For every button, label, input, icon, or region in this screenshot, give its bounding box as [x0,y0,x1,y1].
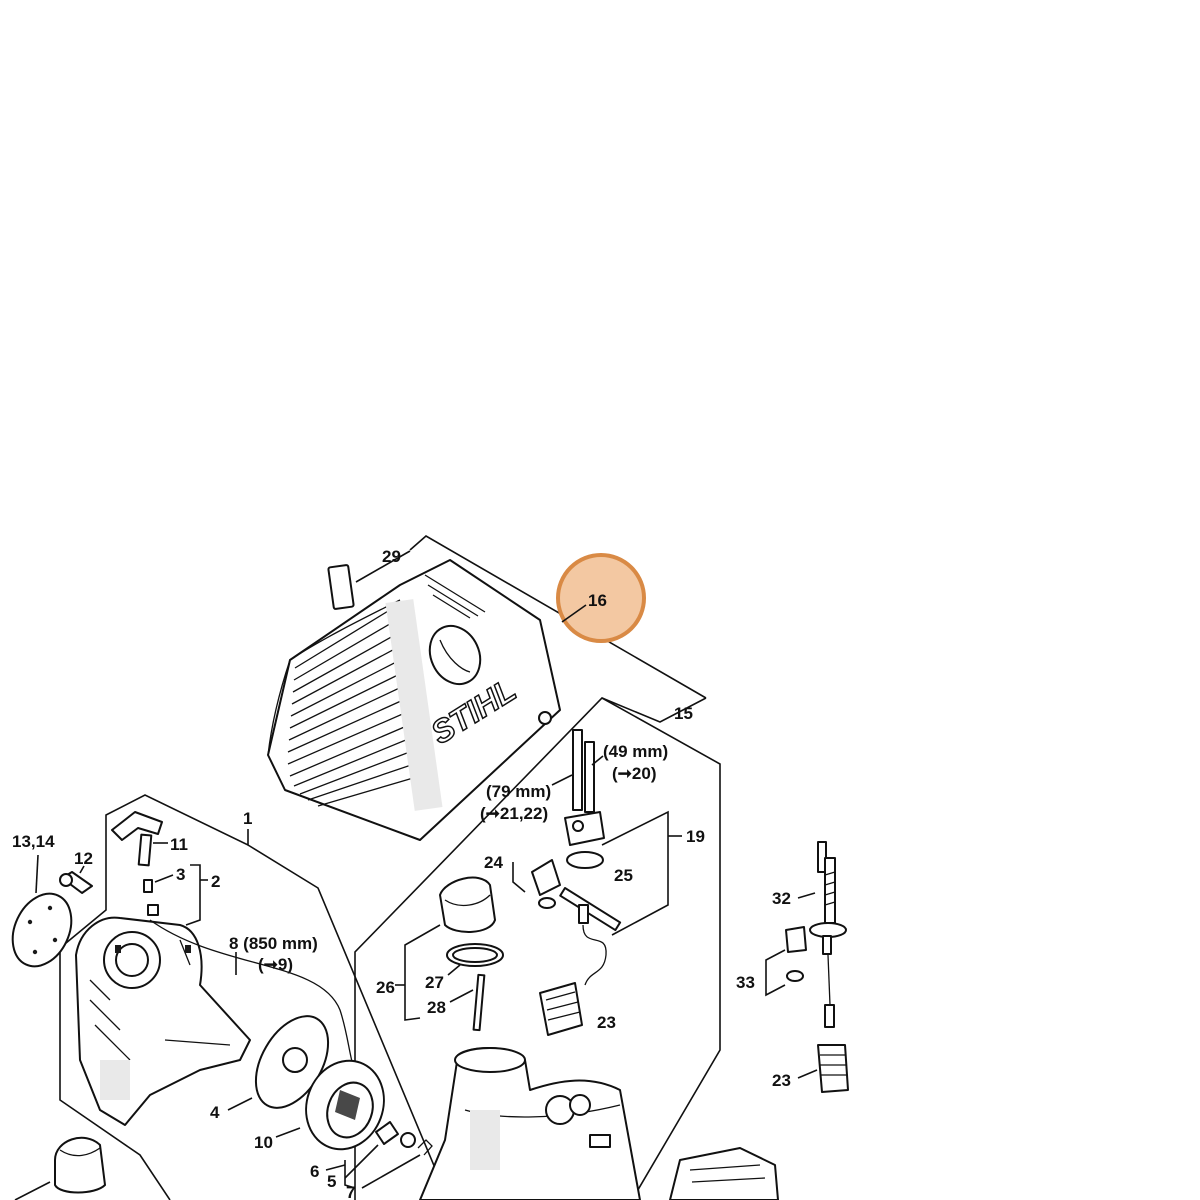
label-8[interactable]: 8 (850 mm) [229,934,318,953]
leader-79 [551,774,573,786]
bracket-1 [59,794,249,1200]
label-79mm[interactable]: (79 mm) [486,782,551,801]
tank-cap-part [439,876,504,1032]
leader-23b [797,1069,818,1079]
label-7[interactable]: 7 [346,1183,355,1200]
fuel-tubes-part [564,729,605,869]
label-28[interactable]: 28 [427,998,446,1017]
leader-5 [344,1144,379,1179]
bracket-5 [344,1160,356,1189]
bracket-33 [765,949,786,997]
label-6[interactable]: 6 [310,1162,319,1181]
hotspot-16[interactable]: 16 [556,553,646,643]
rope-rotor-part [305,1059,385,1151]
fuel-tank-part [419,1047,641,1200]
bracket-19 [601,810,669,936]
leader-12 [79,865,85,874]
leader-27 [447,964,461,976]
label-12[interactable]: 12 [74,849,93,868]
bracket-26 [404,924,441,1021]
bracket-16 [409,535,707,699]
engine-cover-part: STIHL [267,559,561,841]
cap-part [54,1136,106,1194]
label-25[interactable]: 25 [614,866,633,885]
label-29[interactable]: 29 [382,547,401,566]
starter-rope-part [149,919,361,1081]
valve-33-part [785,926,807,982]
cover-plate-part [11,871,93,968]
hotspot-circle[interactable] [556,553,646,643]
leader-32 [797,892,816,899]
label-3[interactable]: 3 [176,865,185,884]
label-33[interactable]: 33 [736,973,755,992]
label-1[interactable]: 1 [243,809,252,828]
starter-housing-part [75,916,251,1126]
part-labels: 29 15 (49 mm) (➞20) (79 mm) (➞21,22) 19 … [12,547,791,1200]
engine-block-part [669,1147,779,1200]
rewind-spring-part [254,1015,330,1109]
leader-1314 [35,854,39,894]
pump-assembly-part [809,841,849,1093]
label-32[interactable]: 32 [772,889,791,908]
fuel-hose-part [539,904,607,1036]
leader-16 [561,604,587,623]
label-4[interactable]: 4 [210,1103,220,1122]
label-21-22ref[interactable]: (➞21,22) [480,804,548,823]
label-19[interactable]: 19 [686,827,705,846]
label-27[interactable]: 27 [425,973,444,992]
valve-part [531,859,622,932]
bracket-15-right [601,697,721,1200]
leader-6 [325,1164,346,1171]
leader-7 [361,1154,421,1189]
label-11[interactable]: 11 [170,835,188,854]
leader-3 [154,874,174,883]
leader-cap [14,1181,51,1200]
label-2[interactable]: 2 [211,872,220,891]
label-9ref[interactable]: (➞9) [258,955,293,974]
bracket-24 [512,862,526,893]
label-26[interactable]: 26 [376,978,395,997]
label-20ref[interactable]: (➞20) [612,764,656,783]
label-16[interactable]: 16 [588,591,607,610]
cover-grille [287,604,421,807]
label-49mm[interactable]: (49 mm) [603,742,668,761]
label-10[interactable]: 10 [254,1133,273,1152]
label-15[interactable]: 15 [674,704,693,723]
bracket-2 [185,864,201,926]
starter-handle-part [111,811,163,867]
label-23b[interactable]: 23 [772,1071,791,1090]
leader-29 [355,550,411,583]
label-5[interactable]: 5 [327,1172,336,1191]
leader-28 [449,989,474,1003]
leader-49 [591,755,604,766]
label-24[interactable]: 24 [484,853,503,872]
pawl-part [375,1121,433,1156]
label-23a[interactable]: 23 [597,1013,616,1032]
leader-4 [227,1097,253,1111]
decal-part [327,564,355,610]
leader-10 [275,1127,301,1138]
label-1314[interactable]: 13,14 [12,832,55,851]
